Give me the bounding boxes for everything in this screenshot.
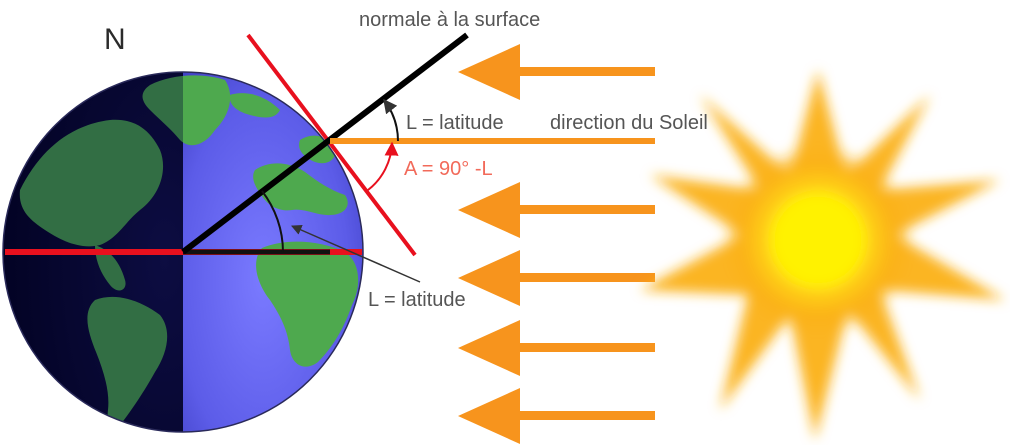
tangent-line bbox=[246, 33, 417, 257]
arrow-left-icon bbox=[458, 320, 655, 376]
surface-normal-label: normale à la surface bbox=[359, 9, 540, 31]
angle-a-label: A = 90° -L bbox=[404, 158, 493, 180]
latitude-arc-surface bbox=[383, 98, 399, 142]
latitude-leader-line bbox=[291, 224, 421, 283]
latitude-arc-center bbox=[261, 190, 284, 253]
surface-normal-line bbox=[181, 32, 469, 255]
latitude-label-top: L = latitude bbox=[406, 112, 504, 134]
angle-a-arc bbox=[367, 141, 399, 191]
sun-icon bbox=[640, 70, 1005, 440]
north-label: N bbox=[104, 23, 126, 56]
sun-direction-label: direction du Soleil bbox=[550, 112, 708, 134]
arrow-left-icon bbox=[458, 250, 655, 306]
sunlight-arrows bbox=[458, 44, 655, 444]
arrow-left-icon bbox=[458, 44, 655, 100]
arrow-left-icon bbox=[458, 182, 655, 238]
arrow-left-icon bbox=[458, 388, 655, 444]
latitude-label-bottom: L = latitude bbox=[368, 289, 466, 311]
